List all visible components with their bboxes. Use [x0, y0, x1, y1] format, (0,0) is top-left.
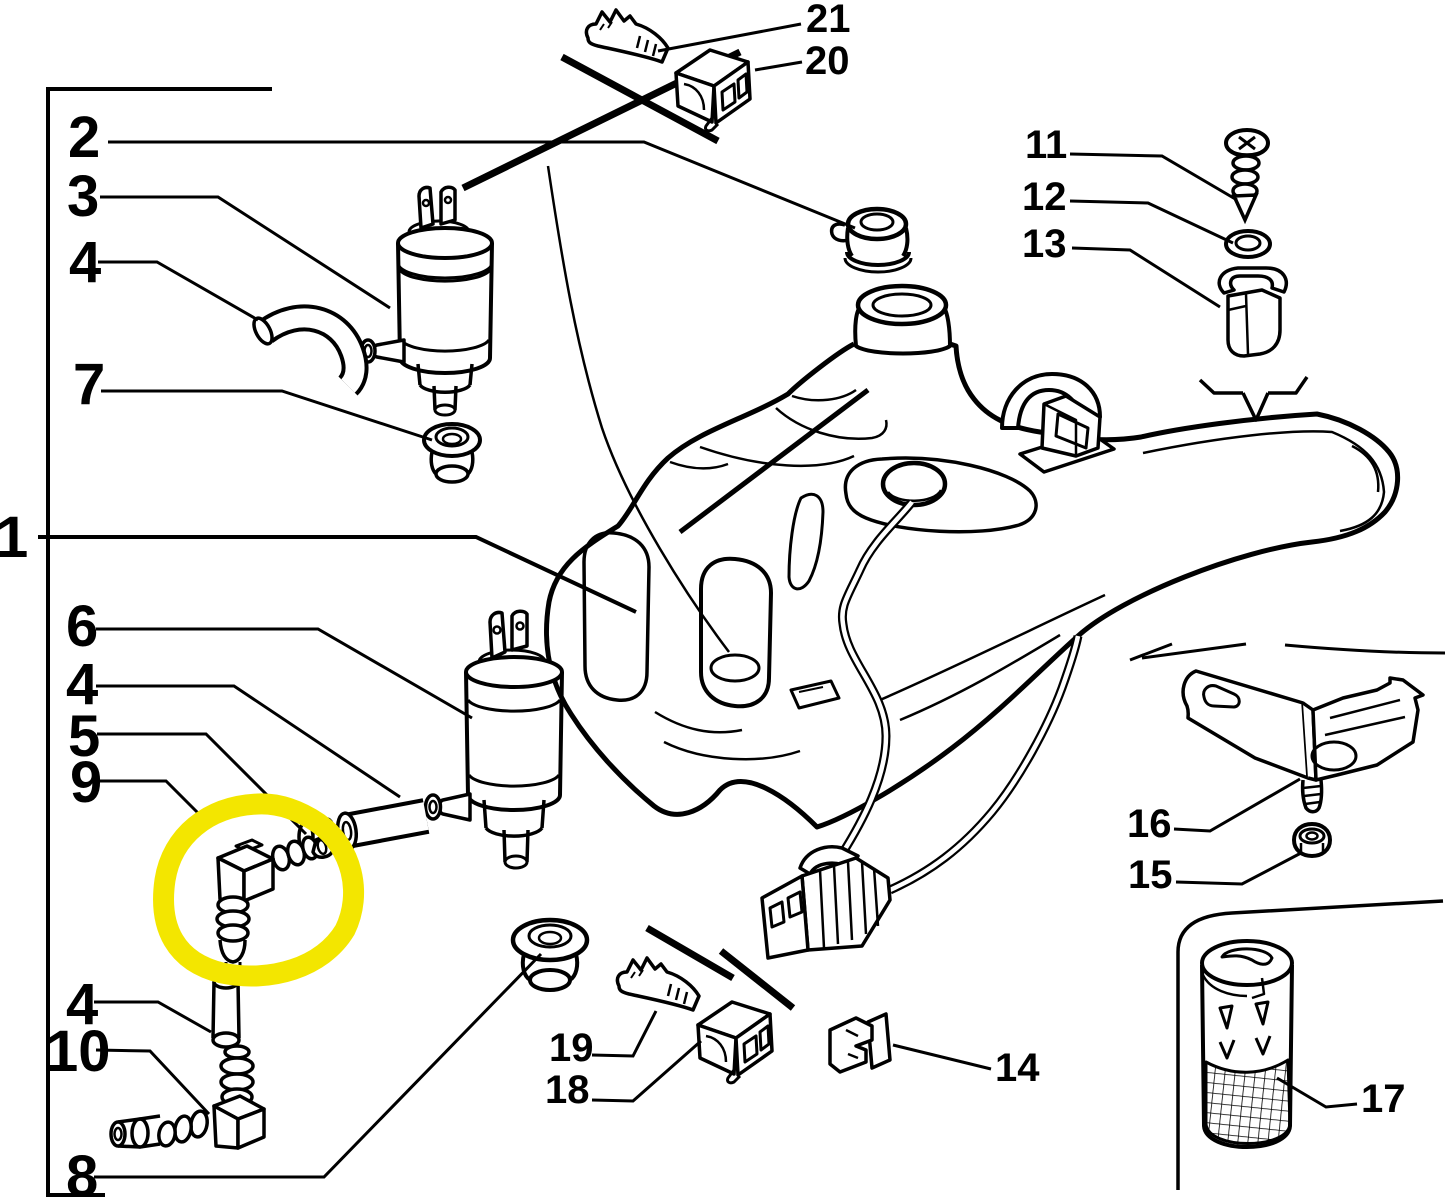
tank-finger-groove: [787, 492, 825, 591]
callout-8: 8: [66, 1144, 98, 1204]
filter-17: [1200, 939, 1294, 1149]
callout-17: 17: [1361, 1077, 1406, 1121]
callout-4c: 4: [66, 972, 98, 1037]
callout-15: 15: [1128, 853, 1173, 897]
callout-1: 1: [0, 505, 28, 570]
callout-21: 21: [806, 0, 851, 41]
elbow-9: [215, 835, 336, 976]
wiring-harness: [826, 499, 1083, 895]
tank-slot-left: [582, 531, 651, 702]
callout-4a: 4: [69, 230, 101, 295]
hose-4-lower: [211, 974, 241, 1049]
filter-section-frame: [1129, 642, 1445, 1190]
hose-4-upper: [252, 304, 369, 396]
terminal-21: [584, 8, 670, 64]
grommet-7: [422, 422, 482, 484]
callout-18: 18: [545, 1068, 590, 1112]
callout-11: 11: [1025, 123, 1067, 167]
tank-outline: [544, 341, 1401, 830]
tank-pump-seat: [699, 556, 773, 709]
harness-plug: [760, 845, 892, 960]
position-arrow: [1198, 376, 1309, 422]
callout-16: 16: [1127, 802, 1172, 846]
callout-13: 13: [1022, 222, 1067, 266]
grommet-8: [510, 917, 590, 992]
callout-7: 7: [73, 352, 105, 417]
connector-20: [674, 48, 752, 133]
insertion-line: [678, 388, 870, 534]
callout-20: 20: [805, 39, 850, 83]
callout-5: 5: [68, 704, 100, 769]
callout-labels: 1 2 3 4 7 6 4 5 9 4 10 8 21 20 11 12 13 …: [0, 0, 1406, 1204]
callout-14: 14: [995, 1046, 1040, 1090]
terminal-19: [615, 956, 701, 1012]
washer-12: [1224, 229, 1272, 259]
nut-15: [1291, 821, 1333, 859]
connector-18: [696, 1000, 774, 1085]
clip-13: [1217, 266, 1288, 358]
leader-lines: [38, 22, 1358, 1179]
callout-2: 2: [68, 105, 100, 170]
filler-opening: [855, 283, 949, 327]
pump-3: [359, 185, 494, 417]
bracket-16: [1181, 669, 1425, 814]
highlight-circle: [153, 793, 365, 987]
filler-cap-2: [829, 206, 913, 274]
clip-14: [828, 1012, 892, 1074]
screw-11: [1224, 128, 1270, 225]
tank-pump-port: [880, 460, 948, 508]
tank-kidney-loop: [843, 456, 1038, 534]
tank-clip-seat: [789, 679, 841, 710]
callout-10: 10: [46, 1019, 111, 1084]
callout-3: 3: [67, 164, 99, 229]
callout-19: 19: [549, 1026, 594, 1070]
callout-4b: 4: [66, 652, 98, 717]
callout-6: 6: [66, 594, 98, 659]
callout-9: 9: [70, 750, 102, 815]
group-bracket-frame: [46, 87, 272, 1197]
callout-12: 12: [1022, 175, 1067, 219]
pump-6: [423, 609, 564, 870]
washer-tank: [544, 283, 1401, 830]
elbow-10: [109, 1044, 266, 1150]
